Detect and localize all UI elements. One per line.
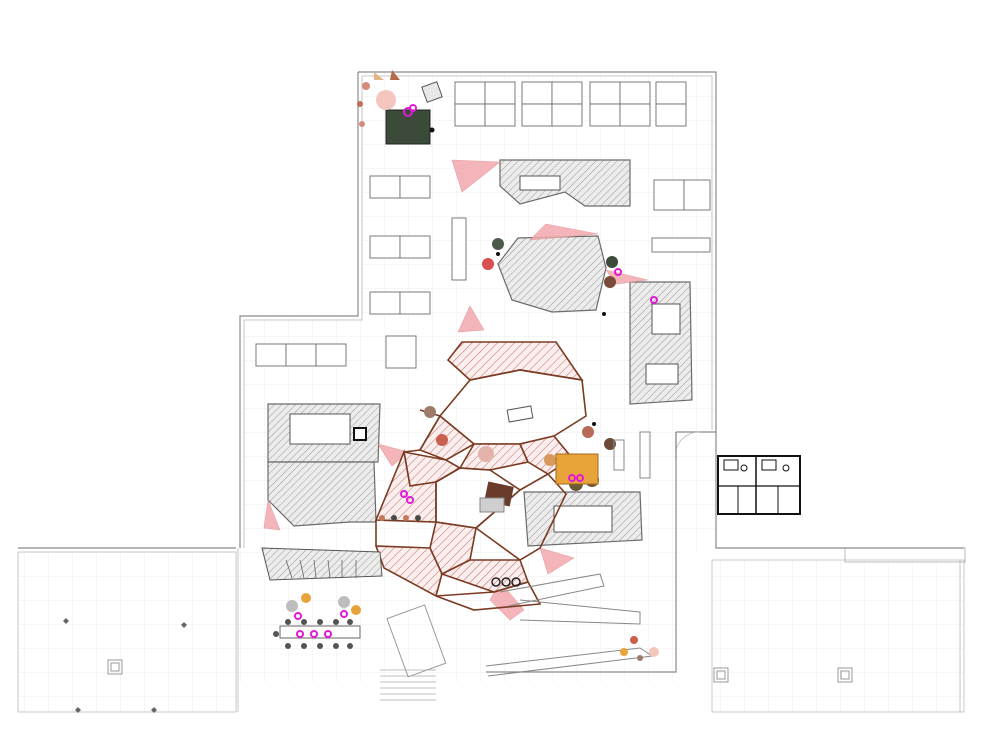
- workstations-left: [255, 175, 467, 369]
- exterior-walls: [18, 71, 964, 712]
- terrace-left: [17, 551, 237, 713]
- stair-block: [261, 547, 383, 581]
- central-pod: [374, 341, 587, 611]
- washrooms: [717, 455, 801, 515]
- kitchenette: [376, 81, 443, 145]
- bottom-right-seating: [620, 636, 659, 661]
- terrace-right: [711, 547, 966, 713]
- workstations-top: [454, 81, 687, 127]
- meeting-rooms: [267, 159, 693, 547]
- workstations-right: [651, 179, 711, 253]
- gallery-ramp: [380, 573, 654, 701]
- pod-seats: [379, 490, 521, 587]
- cafe-area: [273, 593, 361, 649]
- misc-fixtures: [496, 252, 658, 479]
- lobby-seating: [357, 70, 400, 127]
- lounge-chairs: [424, 238, 618, 513]
